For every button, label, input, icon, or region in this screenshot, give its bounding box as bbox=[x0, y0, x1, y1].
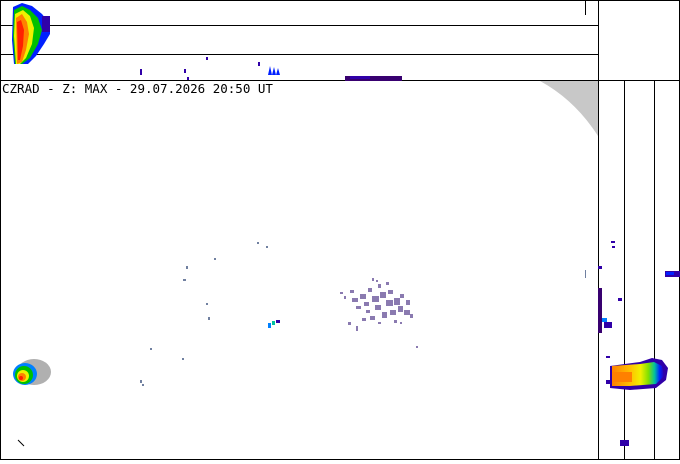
outside-range-area bbox=[540, 81, 598, 136]
scattered-echoes bbox=[140, 242, 586, 386]
plan-view-map bbox=[13, 81, 598, 447]
map-tick bbox=[17, 439, 25, 447]
radar-title: CZRAD - Z: MAX - 29.07.2026 20:50 UT bbox=[2, 81, 273, 96]
weak-echo-cluster bbox=[340, 278, 418, 348]
top-cross-section bbox=[0, 0, 680, 81]
side-cross-section bbox=[598, 0, 680, 460]
small-blue-echo bbox=[268, 320, 280, 328]
storm-cell bbox=[13, 359, 51, 385]
